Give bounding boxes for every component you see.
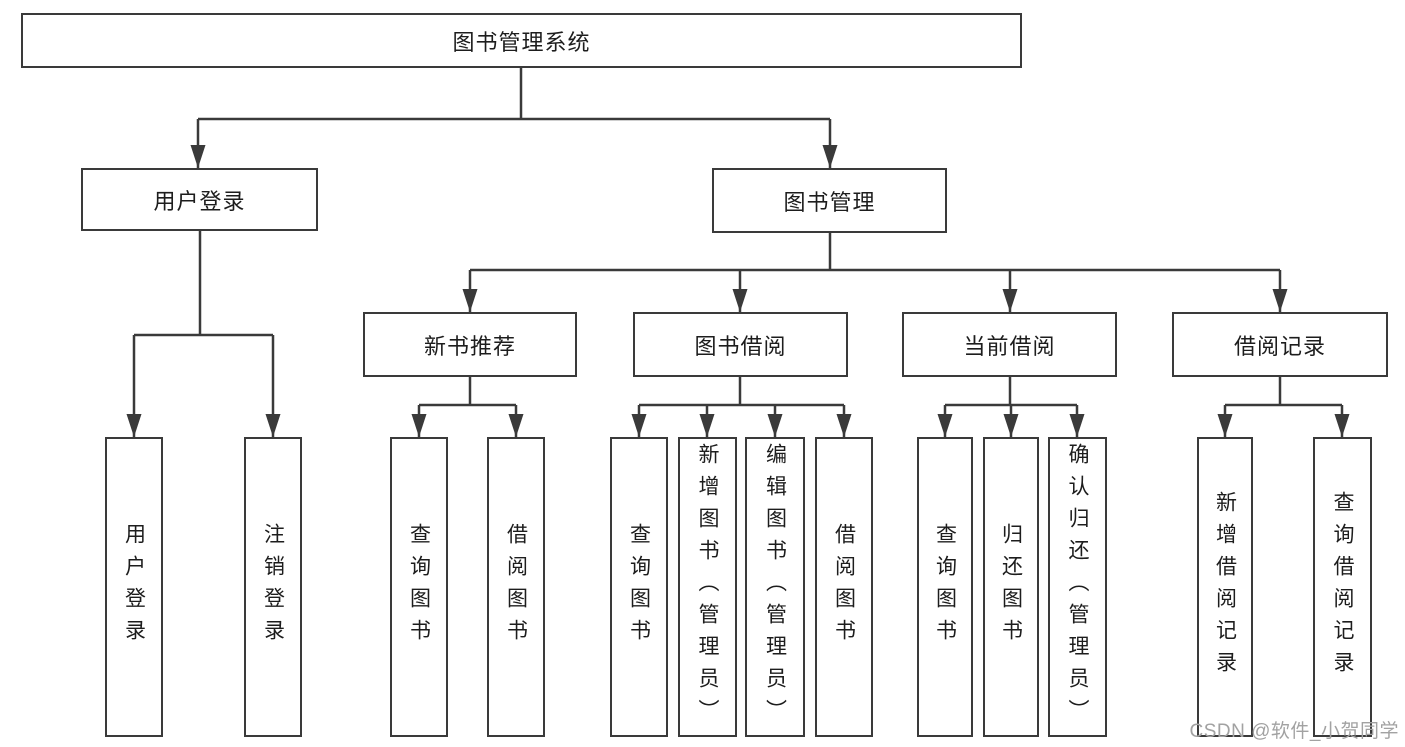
node-book-management: 图书管理 xyxy=(712,168,947,233)
node-label: 借阅记录 xyxy=(1233,333,1326,359)
node-borrow-records: 借阅记录 xyxy=(1172,312,1388,377)
leaf-query-books-current: 查询图书 xyxy=(917,437,973,737)
leaf-query-books-recommend: 查询图书 xyxy=(390,437,448,737)
leaf-label: 用户登录 xyxy=(122,523,146,651)
node-library-system: 图书管理系统 xyxy=(21,13,1022,68)
leaf-label: 查询图书 xyxy=(627,523,651,651)
leaf-label: 归还图书 xyxy=(999,523,1023,651)
node-label: 图书管理 xyxy=(783,189,876,215)
leaf-label: 借阅图书 xyxy=(504,523,528,651)
node-label: 用户登录 xyxy=(153,188,246,214)
node-book-borrow: 图书借阅 xyxy=(633,312,848,377)
node-new-book-recommend: 新书推荐 xyxy=(363,312,577,377)
leaf-label: 借阅图书 xyxy=(832,523,856,651)
leaf-label: 查询图书 xyxy=(933,523,957,651)
leaf-logout: 注销登录 xyxy=(244,437,302,737)
leaf-user-login: 用户登录 xyxy=(105,437,163,737)
node-label: 图书管理系统 xyxy=(452,29,591,55)
leaf-borrow-books: 借阅图书 xyxy=(815,437,873,737)
leaf-label: 新增借阅记录 xyxy=(1213,491,1237,683)
leaf-add-borrow-record: 新增借阅记录 xyxy=(1197,437,1253,737)
node-current-borrow: 当前借阅 xyxy=(902,312,1117,377)
node-label: 图书借阅 xyxy=(694,333,787,359)
leaf-query-books-borrow: 查询图书 xyxy=(610,437,668,737)
node-user-login: 用户登录 xyxy=(81,168,318,231)
leaf-borrow-books-recommend: 借阅图书 xyxy=(487,437,545,737)
watermark: CSDN @软件_小贺同学 xyxy=(1189,721,1399,742)
leaf-add-books-admin: 新增图书（管理员） xyxy=(678,437,737,737)
leaf-return-books: 归还图书 xyxy=(983,437,1039,737)
leaf-label: 查询借阅记录 xyxy=(1331,491,1354,683)
leaf-edit-books-admin: 编辑图书（管理员） xyxy=(745,437,805,737)
leaf-label: 确认归还（管理员） xyxy=(1066,443,1089,731)
leaf-label: 新增图书（管理员） xyxy=(696,443,719,731)
node-label: 当前借阅 xyxy=(963,333,1056,359)
leaf-query-borrow-record: 查询借阅记录 xyxy=(1313,437,1372,737)
leaf-confirm-return-admin: 确认归还（管理员） xyxy=(1048,437,1107,737)
leaf-label: 查询图书 xyxy=(407,523,431,651)
leaf-label: 注销登录 xyxy=(261,523,285,651)
node-label: 新书推荐 xyxy=(423,333,516,359)
leaf-label: 编辑图书（管理员） xyxy=(763,443,787,731)
